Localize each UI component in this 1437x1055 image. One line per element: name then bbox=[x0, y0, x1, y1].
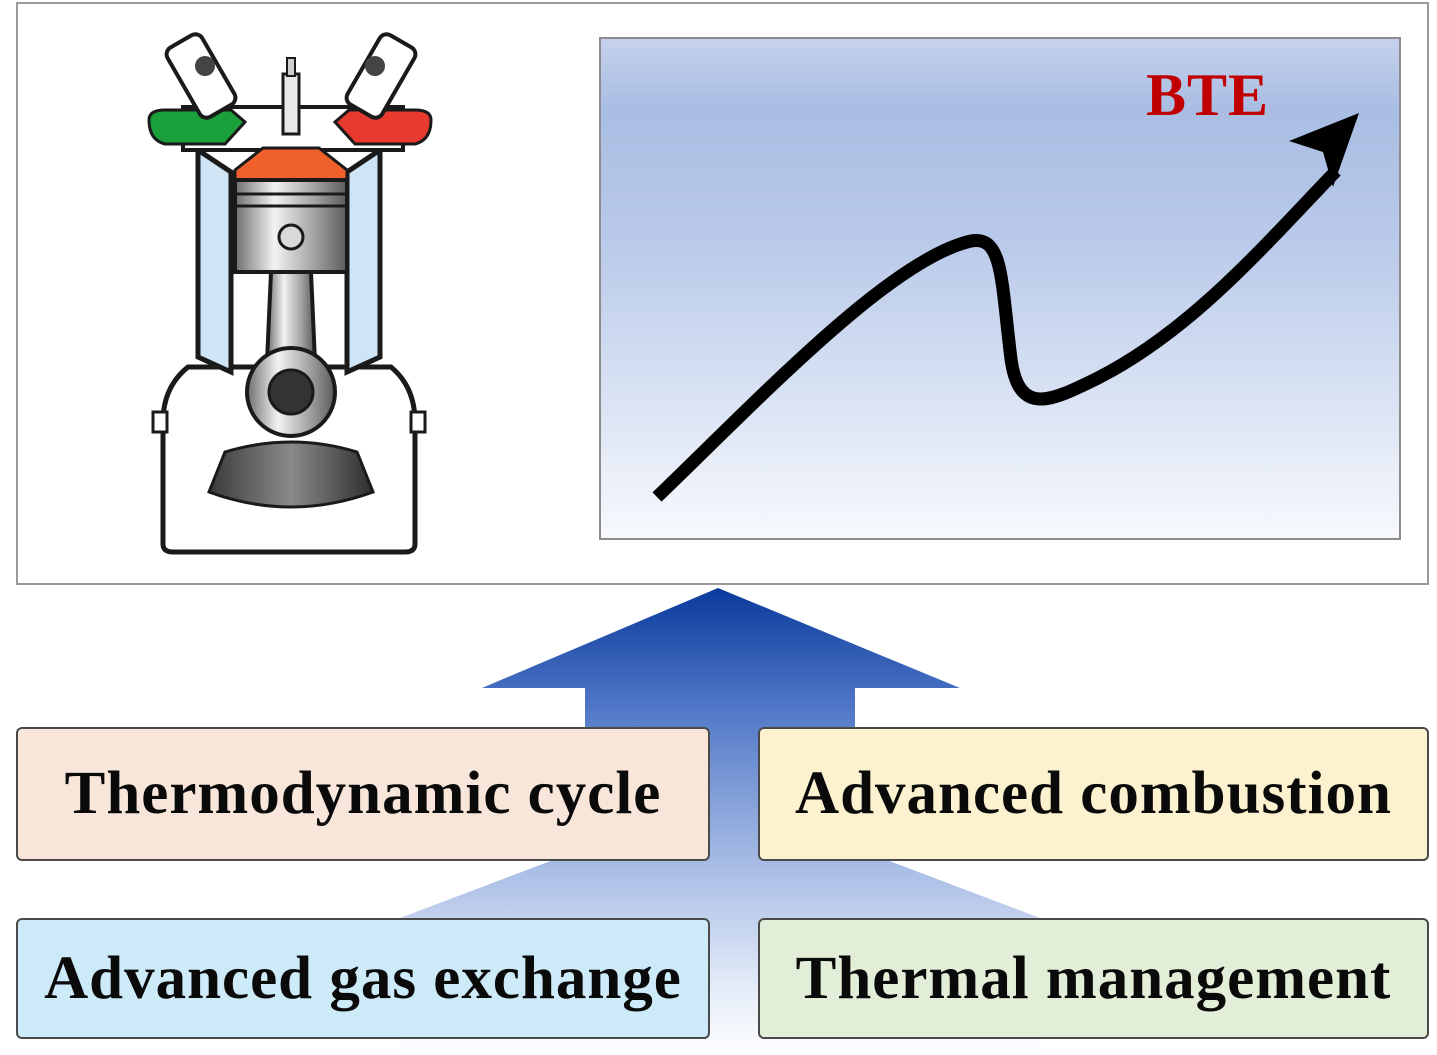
bte-label: BTE bbox=[1146, 62, 1270, 128]
factor-advanced-gas-exchange: Advanced gas exchange bbox=[16, 918, 710, 1039]
factor-advanced-combustion: Advanced combustion bbox=[758, 727, 1429, 861]
engine-cylinder-icon bbox=[147, 32, 433, 555]
trend-arrow-icon bbox=[652, 113, 1359, 502]
bte-graph-panel: BTE bbox=[599, 37, 1401, 540]
top-frame: BTE bbox=[16, 2, 1429, 585]
factor-thermodynamic-cycle: Thermodynamic cycle bbox=[16, 727, 710, 861]
factor-thermal-management: Thermal management bbox=[758, 918, 1429, 1039]
